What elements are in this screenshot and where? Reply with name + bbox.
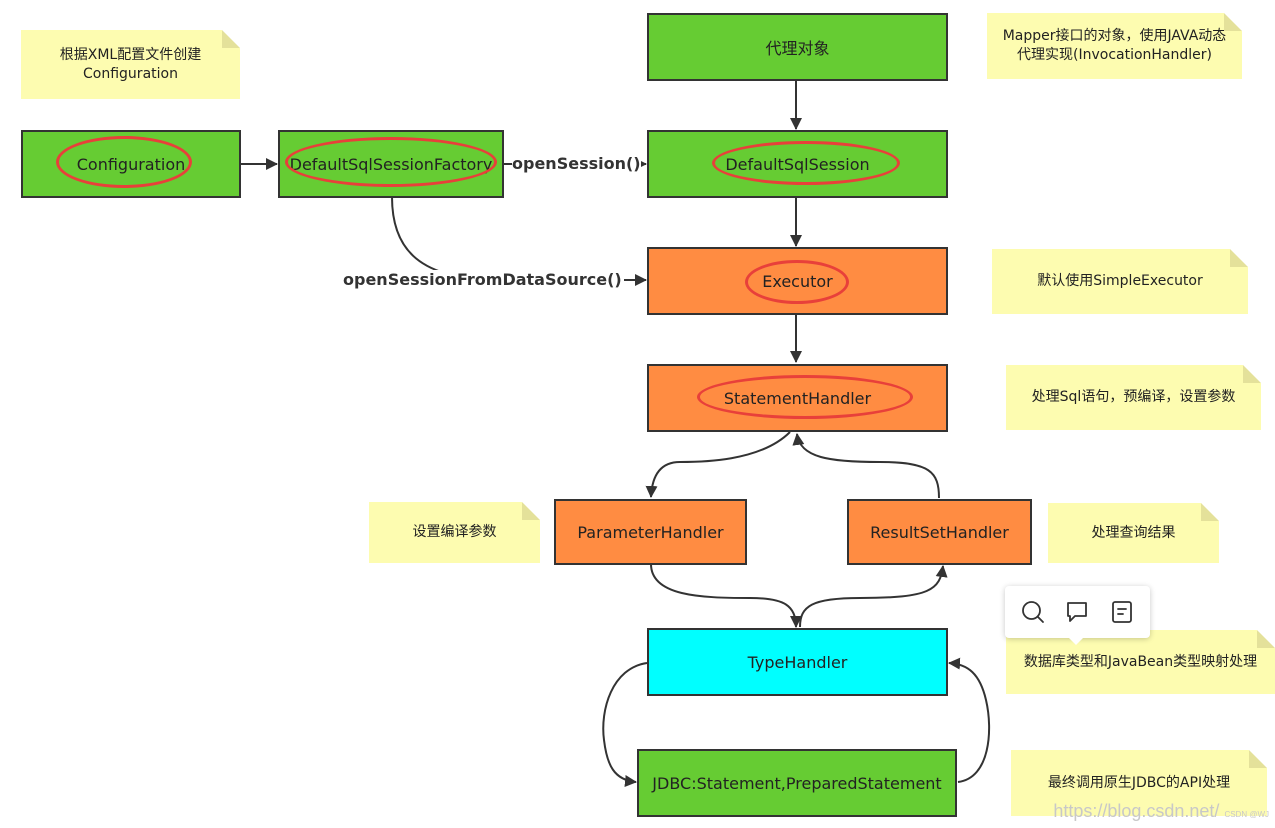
proxy-note: Mapper接口的对象，使用JAVA动态代理实现(InvocationHandl… xyxy=(987,13,1242,79)
parameter-handler-label: ParameterHandler xyxy=(577,522,724,542)
jdbc-note: 最终调用原生JDBC的API处理 xyxy=(1011,750,1267,816)
jdbc-note-text: 最终调用原生JDBC的API处理 xyxy=(1047,774,1231,791)
floating-toolbar xyxy=(1005,586,1150,645)
jdbc-statement-label: JDBC:Statement,PreparedStatement xyxy=(652,773,942,793)
type-handler-note: 数据库类型和JavaBean类型映射处理 xyxy=(1006,630,1275,694)
jdbc-statement-node: JDBC:Statement,PreparedStatement xyxy=(637,749,957,817)
arrow-type-to-jdbc xyxy=(602,662,648,787)
statement-handler-node: StatementHandler xyxy=(647,364,948,432)
open-session-from-datasource-label: openSessionFromDataSource() xyxy=(343,270,624,290)
default-sql-session-factory-node: DefaultSqlSessionFactory xyxy=(278,130,504,198)
resultset-handler-label: ResultSetHandler xyxy=(870,522,1009,542)
resultset-handler-note: 处理查询结果 xyxy=(1048,503,1219,563)
statement-handler-note: 处理Sql语句，预编译，设置参数 xyxy=(1006,365,1261,430)
type-handler-label: TypeHandler xyxy=(747,652,848,672)
resultset-handler-node: ResultSetHandler xyxy=(847,499,1032,565)
executor-note: 默认使用SimpleExecutor xyxy=(992,249,1248,314)
statement-handler-note-text: 处理Sql语句，预编译，设置参数 xyxy=(1031,389,1236,405)
proxy-object-node: 代理对象 xyxy=(647,13,948,81)
watermark-url: https://blog.csdn.net/ xyxy=(1053,801,1220,821)
configuration-node: Configuration xyxy=(21,130,241,198)
default-sql-session-label: DefaultSqlSession xyxy=(725,154,870,174)
note-button[interactable] xyxy=(1105,595,1139,629)
executor-label: Executor xyxy=(762,271,833,291)
executor-note-text: 默认使用SimpleExecutor xyxy=(1037,273,1203,289)
search-icon xyxy=(1022,601,1045,623)
statement-handler-label: StatementHandler xyxy=(723,388,872,408)
proxy-object-label: 代理对象 xyxy=(765,39,830,58)
arrow-jdbc-to-type xyxy=(948,657,991,783)
type-handler-note-text: 数据库类型和JavaBean类型映射处理 xyxy=(1023,653,1258,670)
comment-button[interactable] xyxy=(1060,595,1094,629)
proxy-note-text: Mapper接口的对象，使用JAVA动态代理实现(InvocationHandl… xyxy=(1002,28,1227,63)
configuration-label: Configuration xyxy=(76,154,186,174)
open-session-label: openSession() xyxy=(512,154,641,174)
watermark: https://blog.csdn.net/ CSDN @WJ xyxy=(1053,801,1269,822)
arrow-statement-to-parameter xyxy=(645,431,791,498)
arrow-factory-to-executor xyxy=(391,196,647,286)
comment-icon xyxy=(1067,602,1088,622)
parameter-handler-note: 设置编译参数 xyxy=(369,502,540,563)
note-icon xyxy=(1111,601,1132,623)
search-button[interactable] xyxy=(1016,595,1050,629)
resultset-handler-note-text: 处理查询结果 xyxy=(1091,524,1176,541)
arrow-type-to-resultset xyxy=(799,565,948,628)
configuration-note-text: 根据XML配置文件创建Configuration xyxy=(59,46,202,82)
parameter-handler-note-text: 设置编译参数 xyxy=(412,524,497,540)
arrow-parameter-to-type xyxy=(650,563,802,628)
default-sql-session-factory-label: DefaultSqlSessionFactory xyxy=(289,154,493,174)
arrow-resultset-to-statement xyxy=(792,433,940,499)
configuration-note: 根据XML配置文件创建Configuration xyxy=(21,30,240,99)
executor-node: Executor xyxy=(647,247,948,315)
default-sql-session-node: DefaultSqlSession xyxy=(647,130,948,198)
type-handler-node: TypeHandler xyxy=(647,628,948,696)
watermark-author: CSDN @WJ xyxy=(1224,810,1269,819)
parameter-handler-node: ParameterHandler xyxy=(554,499,747,565)
